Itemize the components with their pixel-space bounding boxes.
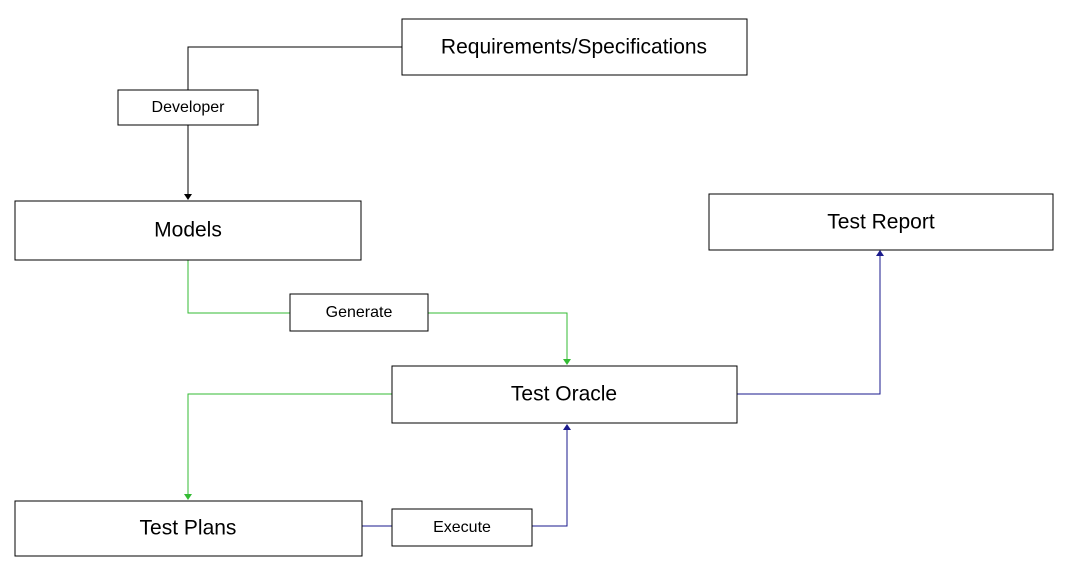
arrowhead-models [184,194,192,200]
node-test-oracle: Test Oracle [391,365,738,424]
edge-oracle-to-report [737,256,881,395]
node-execute: Execute [391,508,533,547]
arrowhead-oracle-bottom [563,424,571,430]
node-test-plans-label: Test Plans [140,517,237,540]
edges [184,46,884,527]
node-models-label: Models [154,219,222,242]
node-generate: Generate [289,293,429,332]
node-test-plans: Test Plans [14,500,363,557]
edge-generate-to-oracle [428,312,568,359]
node-generate-label: Generate [326,304,393,321]
node-test-report-label: Test Report [827,211,935,234]
edge-oracle-to-plans [187,393,392,494]
arrowhead-report [876,250,884,256]
node-developer-label: Developer [152,99,226,116]
edge-execute-to-oracle [532,430,568,527]
node-developer: Developer [117,89,259,126]
node-test-oracle-label: Test Oracle [511,383,617,406]
edge-models-to-generate [187,260,290,314]
node-models: Models [14,200,362,261]
node-requirements: Requirements/Specifications [401,18,748,76]
edge-requirements-to-developer [187,46,402,90]
node-requirements-label: Requirements/Specifications [441,36,707,59]
arrowhead-plans [184,494,192,500]
node-execute-label: Execute [433,519,491,536]
node-test-report: Test Report [708,193,1054,251]
arrowhead-oracle-top [563,359,571,365]
